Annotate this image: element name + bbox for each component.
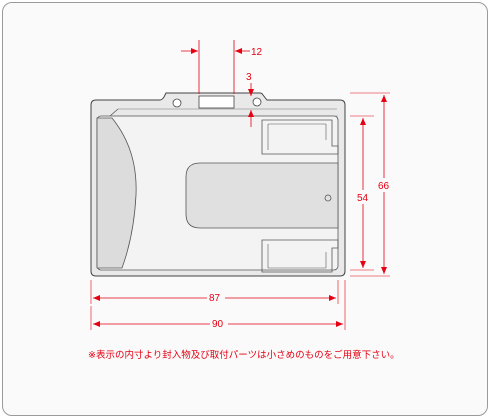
holder-curved-flap	[96, 117, 137, 269]
hole-left	[172, 98, 182, 108]
dim-label-outer-width: 90	[212, 319, 224, 330]
dim-label-inner-width: 87	[209, 293, 221, 304]
dim-label-outer-height: 66	[378, 181, 390, 192]
dim-label-inner-height: 54	[357, 193, 369, 204]
dim-label-slot-width: 12	[251, 47, 263, 58]
dim-label-slot-offset: 3	[246, 72, 252, 83]
size-note: ※表示の内寸より封入物及び取付パーツは小さめのものをご用意下さい。	[88, 350, 400, 361]
hole-right	[252, 97, 262, 107]
strap-slot	[198, 95, 235, 109]
thumb-cutout	[185, 162, 339, 229]
clip-bottom	[261, 239, 339, 273]
clip-top	[261, 119, 339, 155]
